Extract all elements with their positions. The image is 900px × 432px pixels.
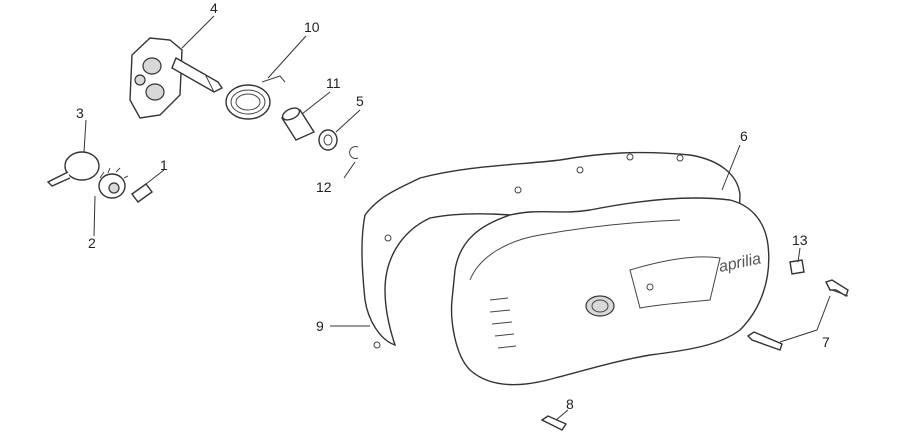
pin (131, 183, 153, 203)
callout-1: 1 (160, 157, 168, 173)
callout-labels: 4 10 11 5 12 3 2 1 6 13 7 8 9 (76, 0, 830, 412)
transmission-cover: aprilia (450, 197, 770, 386)
pinion-gear (98, 167, 129, 199)
callout-11: 11 (326, 75, 341, 91)
circlip (349, 146, 359, 159)
callout-5: 5 (356, 93, 364, 109)
callout-7: 7 (822, 334, 830, 350)
bushing (280, 107, 316, 141)
kickstart-spring (225, 75, 286, 120)
callout-6: 6 (740, 128, 748, 144)
callout-10: 10 (304, 19, 320, 35)
bolts (746, 279, 849, 351)
washer (318, 129, 338, 151)
dowel (789, 259, 805, 275)
screw (540, 415, 568, 431)
kickstart-gear-sector (129, 37, 224, 119)
callout-12: 12 (316, 179, 332, 195)
callout-13: 13 (792, 232, 808, 248)
callout-2: 2 (88, 235, 96, 251)
leader-lines (83, 15, 831, 421)
callout-8: 8 (566, 396, 574, 412)
callout-9: 9 (316, 318, 324, 334)
callout-4: 4 (210, 0, 218, 16)
spring-clip (46, 151, 100, 187)
callout-3: 3 (76, 105, 84, 121)
